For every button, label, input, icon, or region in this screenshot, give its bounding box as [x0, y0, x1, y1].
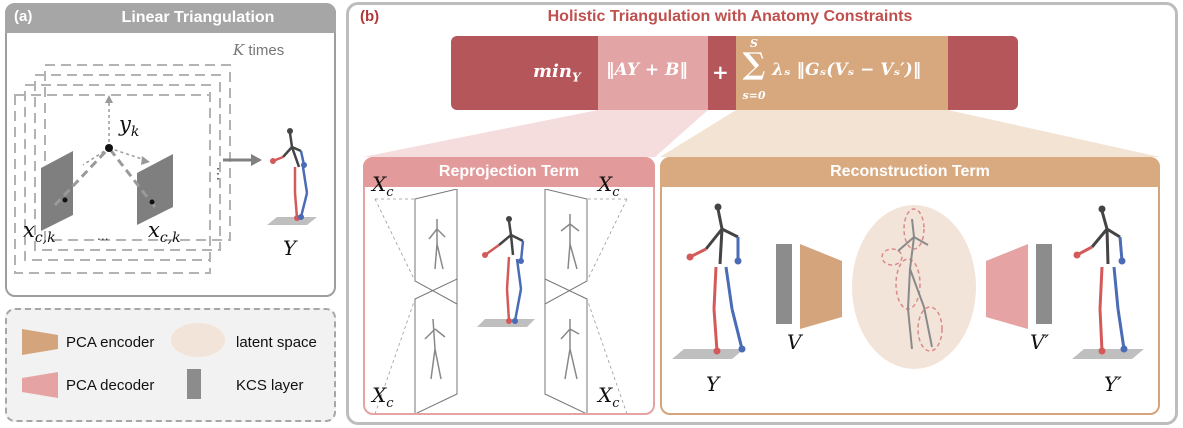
k-times-label: K times: [233, 41, 285, 59]
stack-frame-back: [44, 64, 231, 241]
stack-frame-mid: [34, 74, 221, 251]
point-label: yk: [119, 112, 140, 141]
kcs-layer-in: [776, 244, 792, 324]
reconstruction-diagram: [672, 203, 1144, 369]
recon-input-label: Y: [706, 372, 720, 396]
view-label-top-left: Xc: [372, 172, 394, 200]
formula-reprojection: ‖AY + B‖: [606, 60, 688, 80]
mini-skeleton-4: [560, 319, 580, 380]
view-plane-bottom-right: [544, 278, 588, 413]
output-arrow-head: [251, 154, 262, 166]
view-plane-top-left: [414, 189, 458, 305]
formula-reconstruction: λₛ ‖Gₛ(Vₛ − Vₛ′)‖: [772, 60, 922, 80]
reconstruction-title: Reconstruction Term: [830, 163, 990, 180]
term-connectors: [363, 110, 1160, 157]
mini-skeleton-1: [428, 219, 446, 270]
linear-triangulation-panel: [5, 3, 336, 297]
formula-sum-top: S: [750, 37, 758, 50]
kcs-layer-swatch: [187, 369, 201, 399]
view-plane-bottom-left: [414, 278, 458, 413]
reconstruction-term-box: [736, 36, 948, 110]
mini-skeleton-3: [424, 318, 446, 380]
left-ray: [53, 146, 111, 207]
panel-b-title: Holistic Triangulation with Anatomy Cons…: [547, 8, 913, 25]
axis-left: [82, 147, 110, 166]
panel-b-tag: (b): [360, 8, 380, 25]
formula-sum-symbol: ∑: [742, 47, 766, 82]
ellipsis: ...: [97, 227, 109, 243]
3d-point: [105, 144, 113, 152]
pca-decoder: [986, 244, 1028, 329]
reprojection-diagram: [374, 189, 628, 413]
legend-pca-encoder: PCA encoder: [66, 334, 155, 351]
recon-output-label: Y′: [1104, 372, 1122, 396]
center-skeleton: [477, 216, 535, 327]
axis-right: [108, 147, 146, 161]
left-projection-point: [62, 197, 68, 203]
ellipsis-vertical: ⋮: [211, 165, 225, 181]
latent-space-swatch: [171, 323, 225, 357]
formula-sum-bottom: s=0: [742, 89, 766, 102]
left-camera-plane: [41, 151, 73, 231]
view-label-top-right: Xc: [598, 172, 620, 200]
kcs-layer-out: [1036, 244, 1052, 324]
latent-out-label: V′: [1030, 330, 1049, 354]
linear-triangulation-diagram: [14, 64, 317, 274]
pca-decoder-swatch: [22, 372, 58, 398]
reprojection-title: Reprojection Term: [438, 163, 580, 180]
output-skeleton: [267, 128, 317, 225]
axis-up-arrowhead: [105, 95, 113, 103]
reconstruction-header: [660, 157, 1160, 187]
formula-plus: +: [712, 60, 729, 84]
left-camera-label: xc,k: [23, 218, 56, 247]
formula-min: minY: [533, 61, 581, 85]
panel-a-output-label: Y: [283, 236, 297, 260]
legend-pca-decoder: PCA decoder: [66, 377, 155, 394]
reprojection-panel: [363, 157, 655, 415]
latent-space: [852, 205, 976, 369]
pca-encoder-swatch: [22, 329, 58, 355]
legend-box: [5, 308, 336, 422]
legend-latent-space: latent space: [236, 334, 317, 351]
right-camera-label: xc,k: [148, 218, 181, 247]
right-projection-point: [149, 199, 155, 205]
output-skeleton-recon: [1072, 205, 1144, 359]
reconstruction-fan: [660, 110, 1160, 157]
panel-a-tag: (a): [14, 8, 33, 25]
reprojection-fan: [363, 110, 708, 157]
view-label-bottom-right: Xc: [598, 383, 620, 411]
panel-a-title: Linear Triangulation: [121, 9, 275, 26]
right-camera-plane: [137, 154, 173, 225]
linear-triangulation-header: [5, 3, 336, 33]
mini-skeleton-2: [560, 214, 580, 270]
reprojection-term-box: [598, 36, 708, 110]
latent-skeleton: [897, 218, 933, 350]
reprojection-header: [363, 157, 655, 187]
view-plane-top-right: [544, 189, 588, 305]
legend-kcs-layer: KCS layer: [236, 377, 304, 394]
latent-in-label: V: [787, 330, 802, 354]
pca-encoder: [800, 244, 842, 329]
axis-right-arrowhead: [141, 156, 150, 165]
input-skeleton: [672, 203, 746, 359]
view-label-bottom-left: Xc: [372, 383, 394, 411]
stack-frame-front2: [14, 94, 211, 274]
